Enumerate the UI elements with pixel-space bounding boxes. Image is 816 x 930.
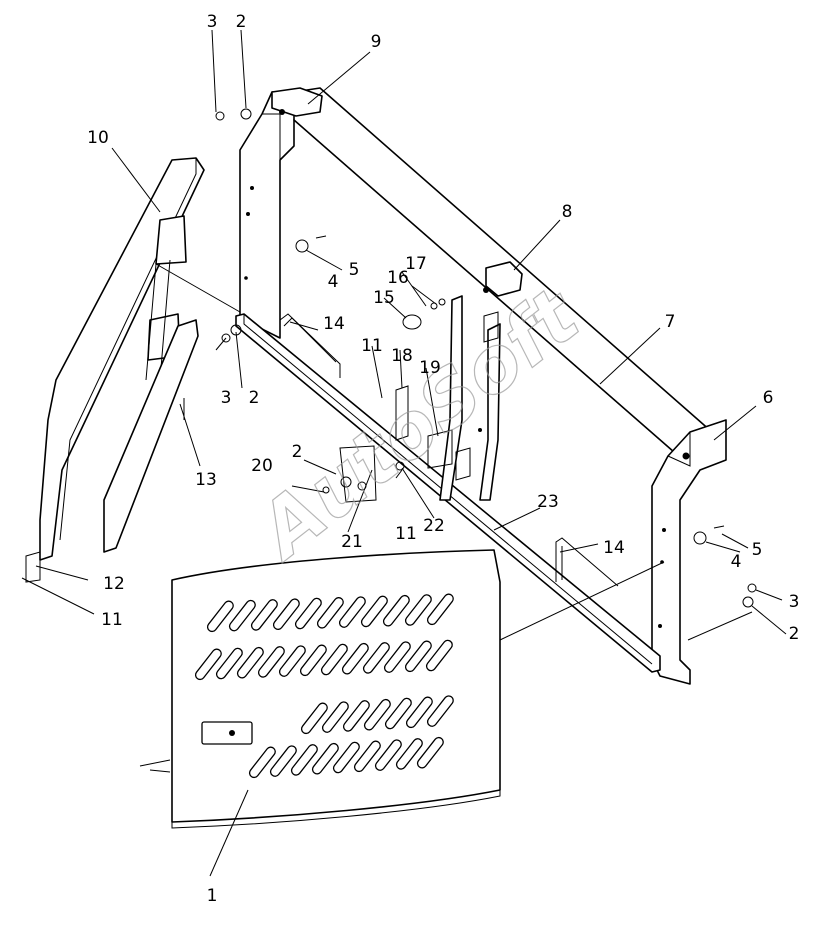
vent-slot xyxy=(206,600,234,633)
callout-3: 3 xyxy=(221,388,232,408)
vent-slot xyxy=(290,744,318,776)
vent-slot xyxy=(294,597,322,630)
callout-6: 6 xyxy=(763,388,774,408)
vent-slot xyxy=(416,736,444,769)
callout-2: 2 xyxy=(292,442,303,462)
callout-8: 8 xyxy=(562,202,573,222)
callout-21: 21 xyxy=(341,532,363,552)
vent-slot xyxy=(300,702,328,735)
vent-slot xyxy=(353,740,381,773)
vent-slot xyxy=(194,648,222,681)
callout-7: 7 xyxy=(665,312,676,332)
vent-slot xyxy=(426,695,454,727)
callout-16: 16 xyxy=(387,268,409,288)
vent-slot xyxy=(215,647,243,680)
vent-slot xyxy=(404,594,432,626)
callout-12: 12 xyxy=(103,574,125,594)
callout-19: 19 xyxy=(419,358,441,378)
vent-slot xyxy=(362,642,390,674)
callout-9: 9 xyxy=(371,32,382,52)
vent-slot xyxy=(342,700,370,732)
vent-slot xyxy=(382,594,410,627)
vent-slot xyxy=(269,745,297,777)
callout-2: 2 xyxy=(789,624,800,644)
hardware xyxy=(25,108,757,608)
vent-slot xyxy=(272,598,300,630)
panel-13 xyxy=(103,319,199,553)
vent-slot xyxy=(332,741,360,774)
vent-slot xyxy=(363,698,391,731)
vent-slot xyxy=(405,696,433,729)
vent-slot xyxy=(360,595,388,628)
vent-slot xyxy=(320,643,348,676)
vent-slot xyxy=(299,644,327,677)
callout-labels: 1 2 2 2 2 3 3 3 4 4 5 5 6 7 8 9 10 11 11… xyxy=(87,12,799,906)
vent-slot xyxy=(257,646,285,678)
vent-slot xyxy=(384,697,412,730)
vent-slot xyxy=(248,746,276,779)
callout-23: 23 xyxy=(537,492,559,512)
vent-slot xyxy=(404,640,432,673)
main-frame xyxy=(235,87,727,685)
callout-11: 11 xyxy=(101,610,123,630)
callout-11: 11 xyxy=(395,524,417,544)
vent-slot xyxy=(338,596,366,628)
callout-18: 18 xyxy=(391,346,413,366)
vent-slot xyxy=(316,597,344,629)
vent-slot xyxy=(250,599,278,631)
leader-lines xyxy=(21,29,787,877)
vent-slot xyxy=(236,646,264,679)
callout-4: 4 xyxy=(328,272,339,292)
callout-11: 11 xyxy=(361,336,383,356)
callout-15: 15 xyxy=(373,288,395,308)
vent-slot xyxy=(311,742,339,775)
vent-slot xyxy=(321,701,349,733)
callout-2: 2 xyxy=(249,388,260,408)
vent-slot xyxy=(278,645,306,677)
callout-22: 22 xyxy=(423,516,445,536)
vent-slot xyxy=(228,599,256,632)
callout-5: 5 xyxy=(752,540,763,560)
side-door-10 xyxy=(39,157,205,561)
vent-slot xyxy=(425,639,453,672)
callout-20: 20 xyxy=(251,456,273,476)
callout-13: 13 xyxy=(195,470,217,490)
callout-3: 3 xyxy=(207,12,218,32)
watermark-text: AutoSoft xyxy=(238,270,597,577)
vent-slot xyxy=(341,642,369,675)
callout-17: 17 xyxy=(405,254,427,274)
vent-slot xyxy=(395,738,423,770)
callout-2: 2 xyxy=(236,12,247,32)
callout-14: 14 xyxy=(603,538,625,558)
callout-10: 10 xyxy=(87,128,109,148)
callout-4: 4 xyxy=(731,552,742,572)
vent-slot xyxy=(426,593,454,626)
callout-3: 3 xyxy=(789,592,800,612)
front-screen-panel-1 xyxy=(139,549,501,829)
callout-14: 14 xyxy=(323,314,345,334)
callout-5: 5 xyxy=(349,260,360,280)
vent-slot xyxy=(383,641,411,673)
callout-1: 1 xyxy=(207,886,218,906)
vent-slot xyxy=(374,739,402,771)
